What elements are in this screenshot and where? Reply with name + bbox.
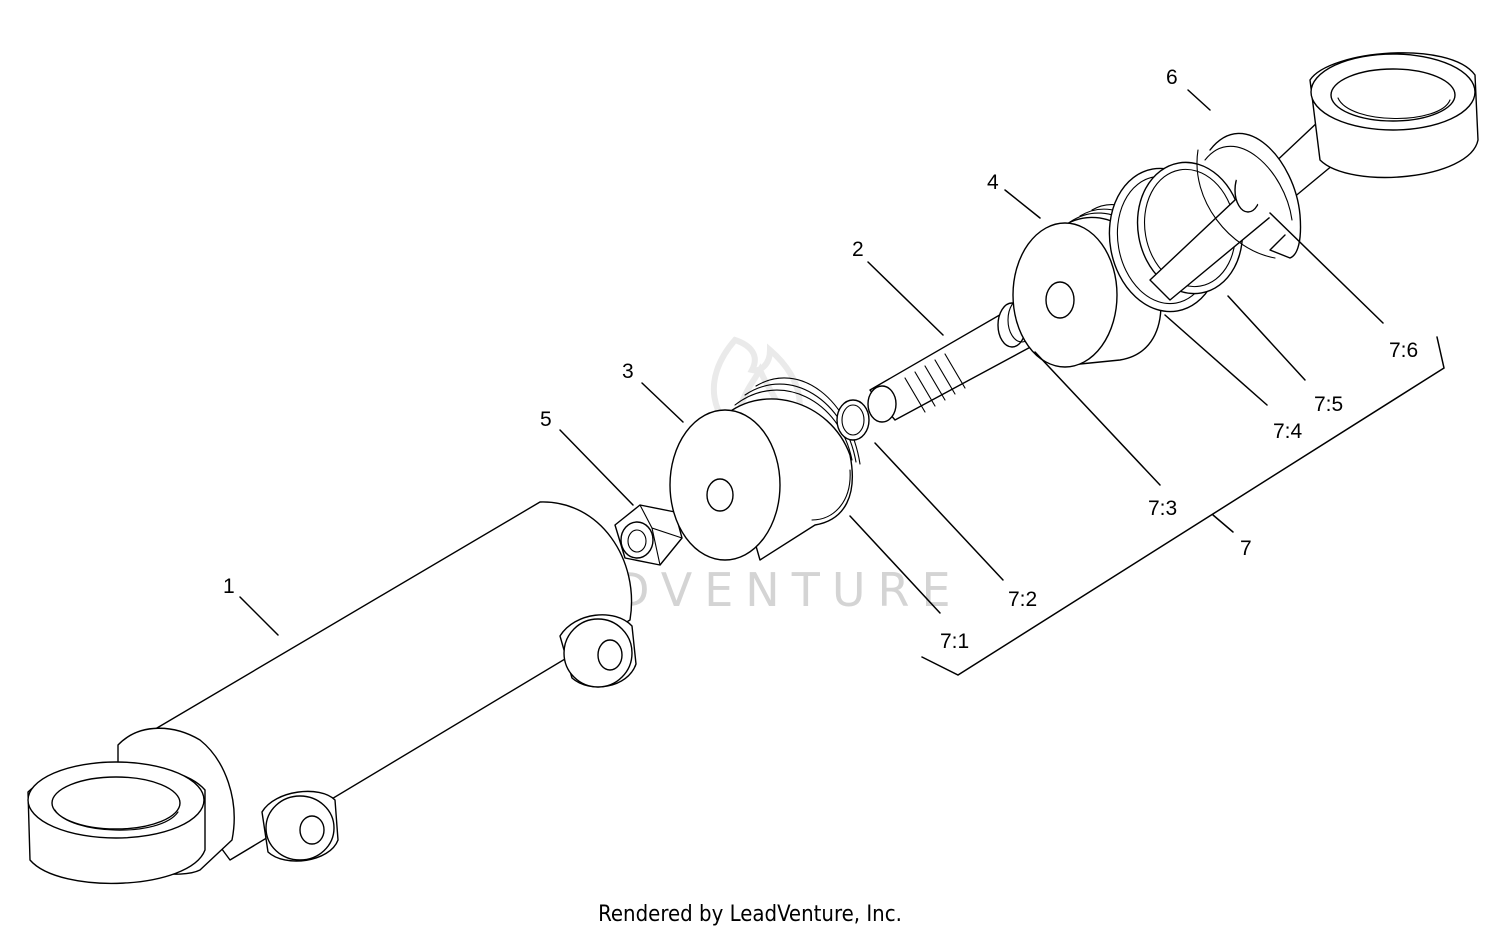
part-6-snap-ring[interactable] (1196, 132, 1302, 259)
footer-credit: Rendered by LeadVenture, Inc. (598, 902, 902, 927)
part-7-2-o-ring[interactable] (836, 399, 870, 441)
callout-3: 3 (622, 360, 634, 383)
callout-7: 7 (1240, 537, 1252, 560)
part-3-gland[interactable] (669, 377, 861, 561)
callout-6: 6 (1166, 66, 1178, 89)
callout-1: 1 (223, 575, 235, 598)
callout-7-1: 7:1 (940, 630, 969, 653)
callout-7-4: 7:4 (1273, 420, 1303, 443)
part-1-cylinder-barrel[interactable] (27, 501, 637, 885)
callout-7-5: 7:5 (1314, 393, 1343, 416)
callout-5: 5 (540, 408, 552, 431)
callout-7-3: 7:3 (1148, 497, 1177, 520)
callouts: 1 2 3 4 5 6 7 7:1 7:2 7:3 7:4 7:5 7:6 (223, 66, 1418, 653)
rod-end-eye[interactable] (1149, 52, 1479, 301)
callout-4: 4 (987, 171, 999, 194)
callout-7-2: 7:2 (1008, 588, 1037, 611)
callout-7-6: 7:6 (1389, 339, 1418, 362)
part-5-nut[interactable] (614, 504, 683, 566)
leader-lines (239, 89, 1445, 676)
callout-2: 2 (852, 238, 864, 261)
